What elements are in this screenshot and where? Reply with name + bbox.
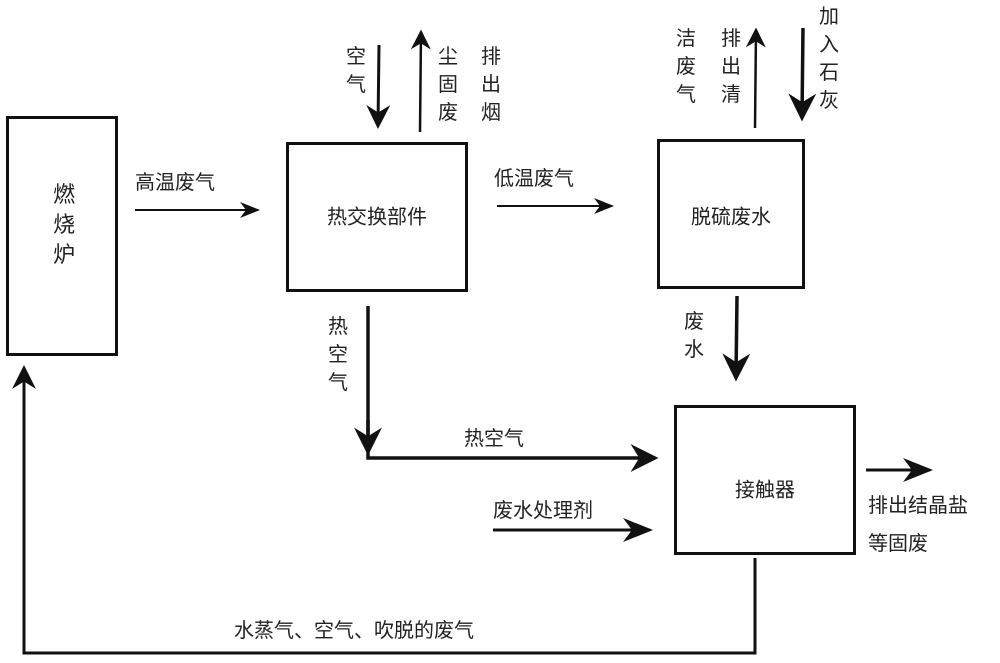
arrow-exhaust-smoke <box>420 32 421 132</box>
label-discharge-line2: 等固废 <box>868 533 928 553</box>
label-add-lime: 加入石灰 <box>818 2 840 114</box>
label-hot-air-horizontal: 热空气 <box>464 428 524 448</box>
arrow-return-flow <box>24 368 755 653</box>
arrow-exhaust-clean <box>755 30 756 128</box>
arrow-add-lime <box>802 28 803 118</box>
label-exhaust-clean: 排出清 <box>720 24 742 108</box>
label-exhaust-smoke: 排出烟 <box>480 42 502 126</box>
label-clean-gas: 洁废气 <box>675 24 697 108</box>
label-hot-air-vertical: 热空气 <box>327 312 349 396</box>
label-waste-water: 废水 <box>683 307 705 363</box>
label-dust-solid: 尘固废 <box>437 42 459 126</box>
node-furnace-label: 燃烧炉 <box>53 181 75 271</box>
label-return-flow: 水蒸气、空气、吹脱的废气 <box>234 620 474 640</box>
label-air-in: 空气 <box>345 42 367 98</box>
label-low-temp-gas: 低温废气 <box>494 168 574 188</box>
label-treatment-agent: 废水处理剂 <box>493 500 593 520</box>
label-high-temp-gas: 高温废气 <box>135 172 215 192</box>
arrow-waste-water <box>736 296 737 378</box>
node-desulfurization: 脱硫废水 <box>657 139 805 289</box>
label-discharge-line1: 排出结晶盐 <box>868 495 968 515</box>
node-furnace: 燃烧炉 <box>6 116 118 356</box>
node-desulfurization-label: 脱硫废水 <box>660 201 802 230</box>
node-contactor-label: 接触器 <box>677 474 853 503</box>
node-heat-exchanger: 热交换部件 <box>286 142 468 292</box>
arrow-air-in <box>378 45 379 126</box>
node-contactor: 接触器 <box>674 405 856 555</box>
node-heat-exchanger-label: 热交换部件 <box>289 201 465 230</box>
